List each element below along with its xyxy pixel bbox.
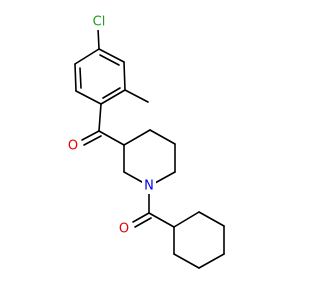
bond-ketone-double-2 xyxy=(83,135,102,146)
bond-aryl-double-3 xyxy=(99,54,120,66)
bond-chx-4 xyxy=(198,253,225,269)
bond-aryl-double-2 xyxy=(102,87,121,99)
atom-label-chlorine: Cl xyxy=(88,14,110,30)
cyclohexane-ring xyxy=(173,211,225,269)
bond-aryl-double-1 xyxy=(79,67,82,89)
amide-oxygen-label: O xyxy=(119,222,129,237)
bond-carbonyl-cyclohexyl xyxy=(148,212,175,228)
bond-amide-double-1 xyxy=(132,212,150,223)
bond-pip-2 xyxy=(149,129,176,145)
bond-aryl-1 xyxy=(74,48,100,65)
piperidine-ring xyxy=(123,129,176,184)
atom-label-amide-oxygen: O xyxy=(117,221,131,237)
bond-chx-5 xyxy=(173,253,200,269)
bond-pip-1 xyxy=(123,129,151,146)
bond-aryl-5 xyxy=(123,61,126,91)
bond-ketone-double-1 xyxy=(81,130,100,141)
bond-chx-1 xyxy=(173,211,200,228)
bond-aryl-4 xyxy=(100,89,126,105)
bond-aryl-2 xyxy=(74,63,77,92)
bond-chx-2 xyxy=(198,211,225,227)
bond-aryl-6 xyxy=(98,48,125,63)
nitrogen-label: N xyxy=(144,179,154,194)
bond-aryl-chlorine xyxy=(97,27,100,50)
molecule-structure-diagram: Cl O N O xyxy=(66,14,225,269)
bond-aryl-carbonyl xyxy=(98,103,102,132)
bond-carbonyl-piperidine xyxy=(98,130,125,146)
bond-aryl-methyl xyxy=(124,89,149,103)
bond-aryl-3 xyxy=(75,90,102,105)
aryl-ring xyxy=(74,48,126,105)
bond-pip-5 xyxy=(123,171,143,183)
ketone-oxygen-label: O xyxy=(68,139,78,154)
atom-label-nitrogen: N xyxy=(142,178,156,194)
bond-pip-4 xyxy=(154,171,176,184)
atom-label-ketone-oxygen: O xyxy=(66,138,80,154)
bond-amide-double-2 xyxy=(134,217,152,228)
chlorine-label: Cl xyxy=(93,15,106,30)
